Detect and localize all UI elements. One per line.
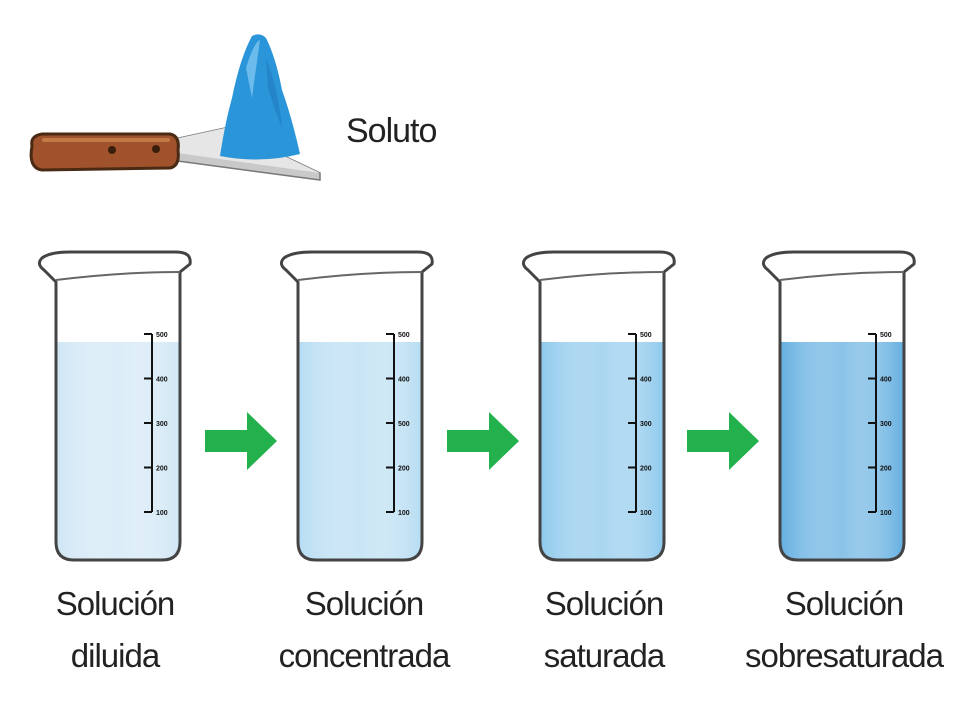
scale-tick-label: 400	[880, 377, 892, 384]
liquid-sheen	[56, 342, 180, 560]
caption-line1: Solución	[784, 585, 905, 622]
scale-tick-label: 200	[640, 466, 652, 473]
beaker-saturated: 500 400 300 200 100	[521, 250, 676, 562]
scale-tick-label: 300	[156, 421, 168, 428]
caption-supersaturated: Solución sobresaturada	[734, 578, 954, 682]
scale-tick-label: 500	[880, 332, 892, 339]
caption-line2: diluida	[70, 637, 160, 674]
caption-diluted: Solución diluida	[5, 578, 225, 682]
beaker-supersaturated: 500 400 300 200 100	[761, 250, 916, 562]
scale-tick-label: 500	[640, 332, 652, 339]
beaker-rim	[55, 271, 181, 281]
scale-tick-label: 200	[880, 466, 892, 473]
beaker-diluted: 500 400 300 200 100	[37, 250, 192, 562]
scale-tick-label: 500	[156, 332, 168, 339]
beaker-glass	[279, 250, 434, 562]
caption-line2: saturada	[543, 637, 665, 674]
scale-tick-label: 100	[640, 510, 652, 517]
scale-tick-label: 200	[398, 466, 410, 473]
right-arrow-icon	[687, 412, 759, 470]
liquid-sheen	[780, 342, 904, 560]
right-arrow-icon	[205, 412, 277, 470]
scale-tick-label: 400	[640, 377, 652, 384]
scale-tick-label: 300	[640, 421, 652, 428]
spatula-with-solute	[29, 34, 321, 181]
caption-line1: Solución	[304, 585, 425, 622]
caption-line1: Solución	[55, 585, 176, 622]
scale-tick-label: 200	[156, 466, 168, 473]
liquid-sheen	[540, 342, 664, 560]
beaker-rim	[779, 271, 905, 281]
caption-line2: concentrada	[278, 637, 451, 674]
scale-tick-label: 100	[156, 510, 168, 517]
spatula-handle	[29, 132, 180, 172]
right-arrow-icon	[447, 412, 519, 470]
solute-label: Soluto	[346, 112, 437, 150]
beaker-glass	[37, 250, 192, 562]
beaker-concentrated: 500 400 500 200 100	[279, 250, 434, 562]
scale-tick-label: 400	[398, 377, 410, 384]
solute-heap	[220, 34, 300, 160]
scale-tick-label: 100	[880, 510, 892, 517]
scale-tick-label: 500	[398, 421, 410, 428]
beaker-glass	[761, 250, 916, 562]
caption-saturated: Solución saturada	[494, 578, 714, 682]
scale-tick-label: 100	[398, 510, 410, 517]
caption-concentrated: Solución concentrada	[254, 578, 474, 682]
beaker-rim	[539, 271, 665, 281]
beaker-rim	[297, 271, 423, 281]
caption-line1: Solución	[544, 585, 665, 622]
scale-tick-label: 400	[156, 377, 168, 384]
scale-tick-label: 500	[398, 332, 410, 339]
caption-line2: sobresaturada	[745, 637, 944, 674]
liquid-sheen	[298, 342, 422, 560]
scale-tick-label: 300	[880, 421, 892, 428]
beaker-glass	[521, 250, 676, 562]
